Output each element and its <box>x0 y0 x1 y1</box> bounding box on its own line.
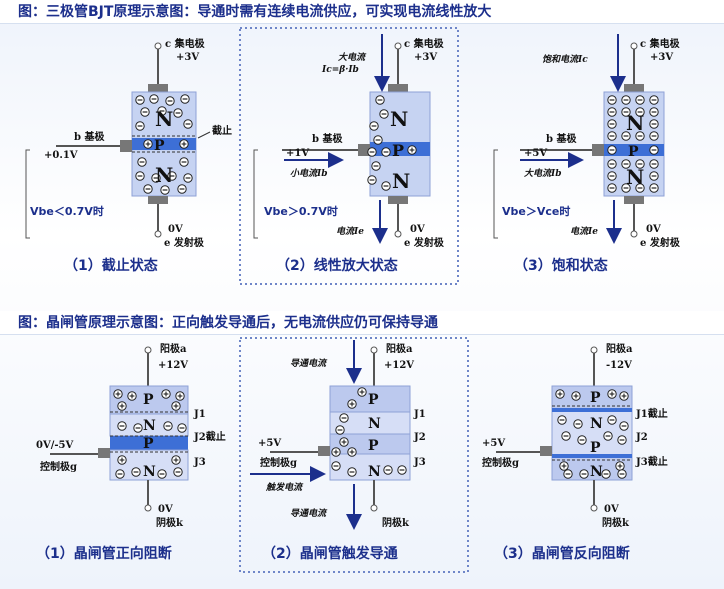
scr-tr-gate-v: +5V <box>258 438 281 449</box>
bjt-saturation-emitter-current: 电流Ie <box>570 226 598 237</box>
bjt-linear-panel: N P N c 集电极 +3V 大电流 Ic=β·Ib b 基极 +1V 小电流… <box>253 34 445 274</box>
scr-trigger-panel: P N P N 阳极a +12V 导通电流 J1 J2 J3 +5V 控制极g … <box>250 340 426 562</box>
scr-fb-layer-n1: N <box>143 418 156 434</box>
scr-rb-cathode: 阴极k <box>602 516 630 529</box>
bjt-cutoff-base-v: +0.1V <box>44 150 78 161</box>
bjt-saturation-collector: c 集电极 <box>640 37 681 50</box>
scr-tr-caption: （2）晶闸管触发导通 <box>262 545 398 562</box>
bjt-saturation-panel: N P N c 集电极 +3V 饱和电流Ic b 基极 +5V 大电流Ib 0V… <box>493 34 681 274</box>
scr-rb-caption: （3）晶闸管反向阻断 <box>494 545 630 562</box>
scr-rb-gate: 控制极g <box>482 456 519 469</box>
scr-forward-block-panel: P N P N 阳极a +12V J1 J2截止 J3 0V/-5V 控制极g … <box>36 342 226 562</box>
scr-rb-j3: J3截止 <box>635 455 668 468</box>
scr-fb-anode-v: +12V <box>158 360 188 371</box>
bjt-linear-base: b 基极 <box>312 132 343 145</box>
scr-tr-gate: 控制极g <box>260 456 297 469</box>
scr-tr-j1: J1 <box>413 409 426 420</box>
bjt-cutoff-base: b 基极 <box>74 130 105 143</box>
scr-fb-layer-p1: P <box>143 392 154 408</box>
scr-tr-anode-v: +12V <box>384 360 414 371</box>
scr-rb-anode: 阳极a <box>606 342 633 355</box>
scr-tr-layer-n2: N <box>368 464 381 480</box>
scr-tr-trigger-current: 触发电流 <box>265 482 304 493</box>
bjt-cutoff-n-bottom: N <box>155 163 173 187</box>
scr-tr-cathode: 阴极k <box>382 516 410 529</box>
bjt-cutoff-emitter-v: 0V <box>168 224 183 235</box>
bjt-saturation-sat-current: 饱和电流Ic <box>542 54 588 65</box>
scr-tr-j3: J3 <box>413 457 426 468</box>
scr-reverse-block-panel: P N P N 阳极a -12V J1截止 J2 J3截止 +5V 控制极g 0… <box>482 342 668 562</box>
bjt-cutoff-collector-v: +3V <box>176 52 199 63</box>
scr-rb-j1: J1截止 <box>635 407 668 420</box>
scr-fb-gate: 控制极g <box>40 460 77 473</box>
bjt-linear-emitter-current: 电流Ie <box>336 226 364 237</box>
bjt-linear-small-current: 小电流Ib <box>290 168 328 179</box>
bjt-saturation-n-bottom: N <box>626 165 644 189</box>
scr-fb-cathode: 阴极k <box>156 516 184 529</box>
scr-trigger-highlight <box>239 337 469 573</box>
bjt-cutoff-vbe: Vbe＜0.7V时 <box>30 204 104 218</box>
scr-title: 图：晶闸管原理示意图：正向触发导通后，无电流供应仍可保持导通 <box>0 311 724 335</box>
scr-fb-j3: J3 <box>193 457 206 468</box>
scr-tr-anode: 阳极a <box>386 342 413 355</box>
bjt-linear-highlight <box>239 27 459 285</box>
scr-fb-layer-n2: N <box>143 464 156 480</box>
scr-fb-j1: J1 <box>193 409 206 420</box>
scr-tr-conduct-current: 导通电流 <box>290 358 328 369</box>
bjt-linear-p: P <box>392 141 404 160</box>
bjt-saturation-emitter: e 发射极 <box>640 236 681 249</box>
bjt-cutoff-cutoff: 截止 <box>212 124 232 137</box>
bjt-linear-base-v: +1V <box>286 148 309 159</box>
bjt-linear-n-top: N <box>390 107 408 131</box>
bjt-saturation-caption: （3）饱和状态 <box>514 257 608 274</box>
scr-tr-j2: J2 <box>413 432 426 443</box>
scr-tr-layer-n1: N <box>368 416 381 432</box>
scr-tr-layer-p2: P <box>368 438 379 454</box>
bjt-saturation-big-current: 大电流Ib <box>524 168 562 179</box>
scr-fb-caption: （1）晶闸管正向阻断 <box>36 545 172 562</box>
bjt-linear-collector-v: +3V <box>414 52 437 63</box>
bjt-linear-emitter: e 发射极 <box>404 236 445 249</box>
scr-rb-layer-n2: N <box>590 464 603 480</box>
scr-rb-gate-v: +5V <box>482 438 505 449</box>
bjt-cutoff-panel: N P N c 集电极 +3V b 基极 +0.1V 截止 0V e 发射极 V… <box>25 37 232 274</box>
scr-rb-layer-n1: N <box>590 416 603 432</box>
bjt-linear-n-bottom: N <box>392 169 410 193</box>
scr-rb-cathode-v: 0V <box>604 504 619 515</box>
bjt-saturation-p: P <box>628 144 639 160</box>
scr-tr-layer-p1: P <box>368 392 379 408</box>
bjt-linear-collector: c 集电极 <box>404 37 445 50</box>
bjt-saturation-vbe: Vbe＞Vce时 <box>502 204 570 218</box>
bjt-saturation-base: b 基极 <box>546 132 577 145</box>
bjt-saturation-base-v: +5V <box>524 148 547 159</box>
scr-fb-anode: 阳极a <box>160 342 187 355</box>
bjt-cutoff-collector: c 集电极 <box>165 37 206 50</box>
scr-fb-j2: J2截止 <box>193 430 226 443</box>
bjt-title: 图：三极管BJT原理示意图：导通时需有连续电流供应，可实现电流线性放大 <box>0 0 724 24</box>
bjt-saturation-collector-v: +3V <box>650 52 673 63</box>
scr-rb-layer-p1: P <box>590 390 601 406</box>
scr-rb-j2: J2 <box>635 432 648 443</box>
bjt-cutoff-caption: （1）截止状态 <box>64 257 158 274</box>
bjt-linear-vbe: Vbe＞0.7V时 <box>264 204 338 218</box>
scr-fb-layer-p2: P <box>143 436 154 452</box>
bjt-saturation-emitter-v: 0V <box>646 224 661 235</box>
scr-fb-gate-v: 0V/-5V <box>36 440 73 451</box>
bjt-cutoff-n-top: N <box>155 107 173 131</box>
scr-tr-cathode-current: 导通电流 <box>290 508 328 519</box>
bjt-linear-emitter-v: 0V <box>410 224 425 235</box>
bjt-linear-ic-formula: Ic=β·Ib <box>321 65 359 75</box>
bjt-linear-big-current: 大电流 <box>338 52 367 63</box>
bjt-cutoff-p: P <box>154 138 165 154</box>
scr-fb-cathode-v: 0V <box>158 504 173 515</box>
scr-rb-layer-p2: P <box>590 440 601 456</box>
bjt-saturation-n-top: N <box>626 111 644 135</box>
scr-rb-anode-v: -12V <box>606 360 632 371</box>
bjt-linear-caption: （2）线性放大状态 <box>276 257 398 274</box>
bjt-cutoff-emitter: e 发射极 <box>164 236 205 249</box>
